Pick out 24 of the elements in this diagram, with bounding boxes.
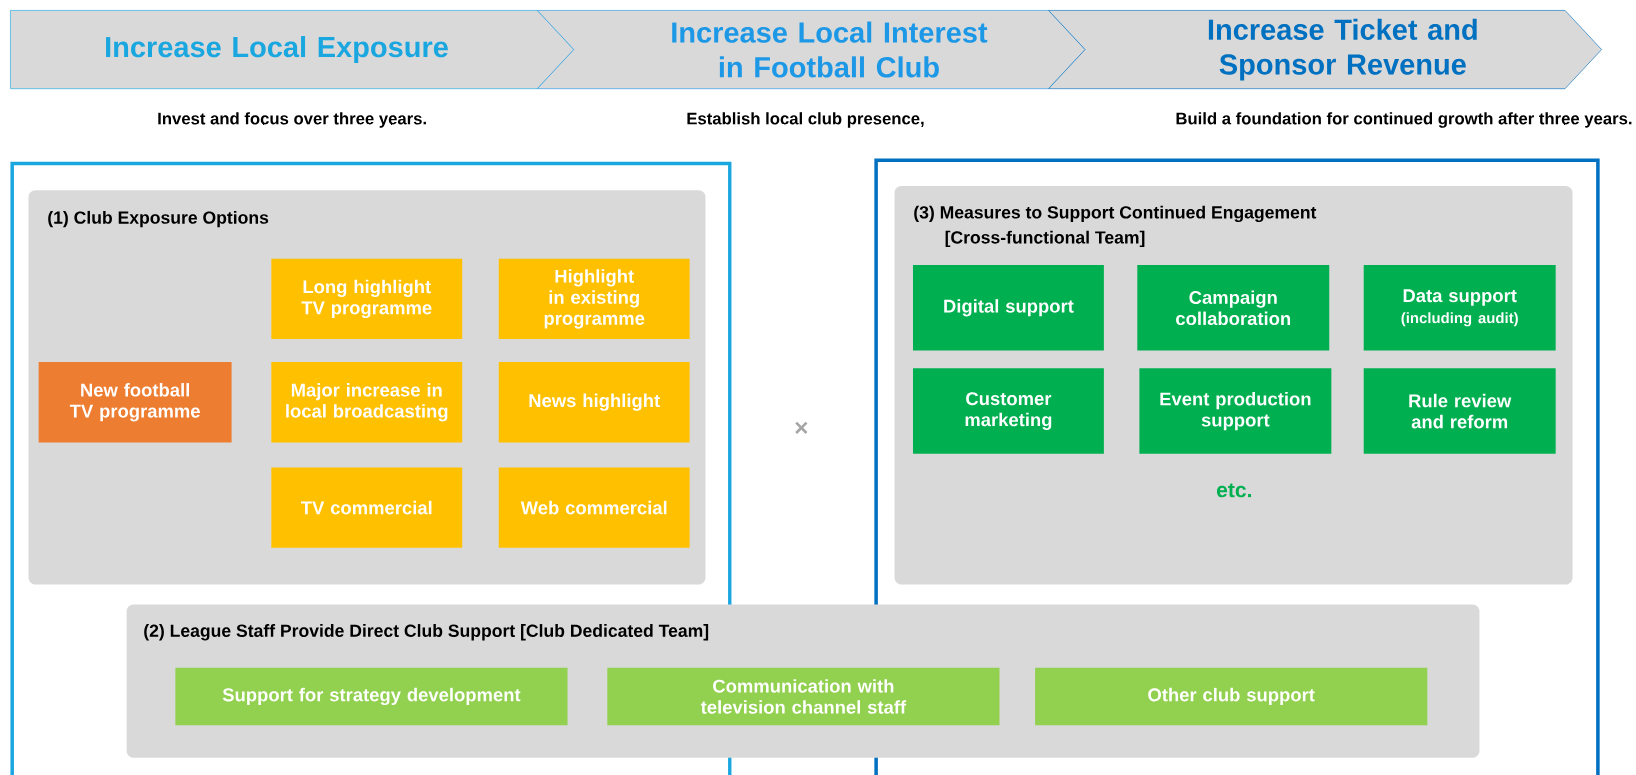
caption-text: Invest and focus over three years. xyxy=(158,112,426,128)
option-box: Major increase in local broadcasting xyxy=(271,361,463,443)
option-box: Web commercial xyxy=(498,467,690,548)
chevron-banner: Increase Local Interest in Football Club xyxy=(537,10,1086,89)
option-box: TV commercial xyxy=(271,467,463,548)
caption-text: Establish local club presence, xyxy=(687,112,924,128)
option-box: Customer marketing xyxy=(913,368,1104,454)
chevron-banner: Increase Ticket and Sponsor Revenue xyxy=(1048,10,1602,89)
note-text: etc. xyxy=(1217,483,1252,498)
option-box: Other club support xyxy=(1035,667,1428,726)
option-box: Data support (including audit) xyxy=(1363,264,1556,351)
option-box: News highlight xyxy=(498,361,690,443)
caption-text: Build a foundation for continued growth after three years. xyxy=(1176,112,1632,128)
option-box: Highlight in existing programme xyxy=(498,258,690,339)
option-box: Campaign collaboration xyxy=(1137,264,1330,351)
option-box: Long highlight TV programme xyxy=(271,258,463,339)
option-box: Event production support xyxy=(1139,368,1332,454)
option-box: Communication with television channel staff xyxy=(607,667,1000,726)
chevron-banner: Increase Local Exposure xyxy=(10,10,575,89)
option-box: Support for strategy development xyxy=(175,667,568,726)
option-box: New football TV programme xyxy=(38,361,232,443)
times-sign: × xyxy=(795,421,808,434)
option-box: Digital support xyxy=(913,264,1104,351)
option-box: Rule review and reform xyxy=(1363,368,1556,454)
